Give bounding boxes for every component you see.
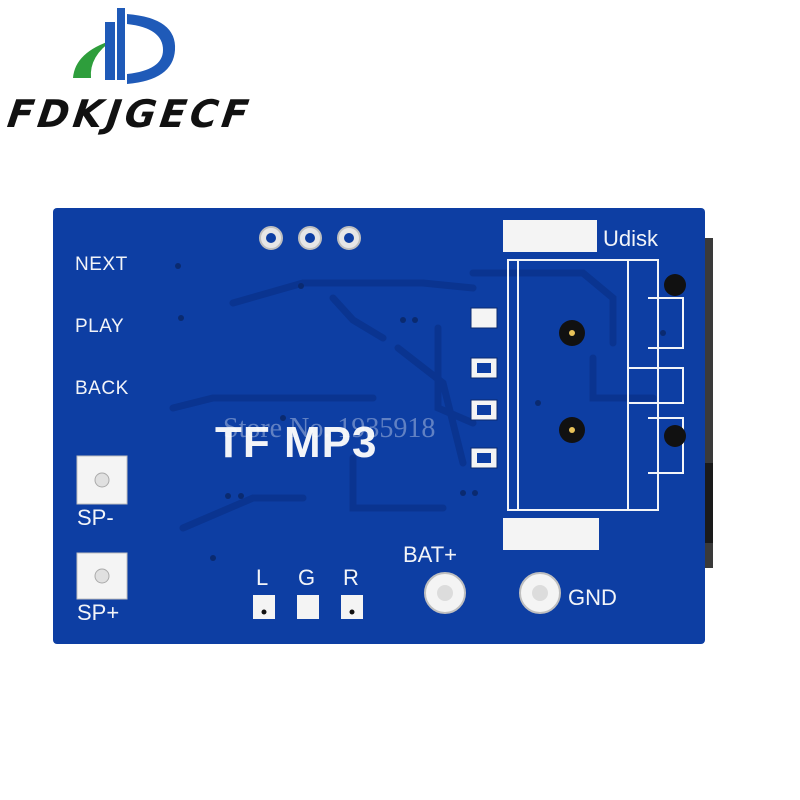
label-pin-r: R	[343, 565, 359, 590]
label-pin-l: L	[256, 565, 269, 590]
label-udisk: Udisk	[603, 226, 659, 251]
pcb-drawing	[53, 208, 713, 644]
label-next: NEXT	[75, 254, 128, 275]
store-watermark: Store No. 1935918	[223, 413, 436, 444]
pcb-board: NEXT PLAY BACK TF MP3 Store No. 1935918 …	[53, 208, 713, 644]
label-back: BACK	[75, 378, 129, 399]
brand-name: FDKJGECF	[4, 92, 256, 136]
brand-logo-icon	[73, 8, 176, 84]
label-sp-pos: SP+	[77, 600, 120, 625]
board-title: TF MP3	[215, 418, 378, 467]
brand-area: FDKJGECF	[0, 0, 280, 150]
label-sp-neg: SP-	[77, 505, 114, 530]
label-pin-g: G	[298, 565, 316, 590]
label-gnd: GND	[568, 585, 617, 610]
label-play: PLAY	[75, 316, 125, 337]
label-bat: BAT+	[403, 542, 458, 567]
